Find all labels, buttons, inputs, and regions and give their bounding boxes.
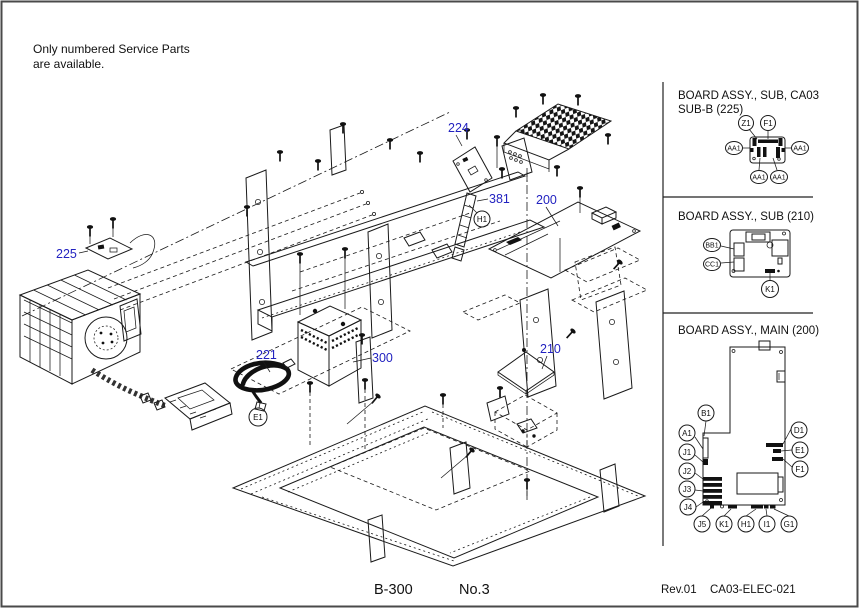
box1-title-line1: BOARD ASSY., SUB, CA03 (678, 90, 819, 102)
note-line1: Only numbered Service Parts (33, 42, 190, 56)
ref-e1-label: E1 (253, 413, 263, 422)
callout-381: 381 (489, 192, 510, 206)
pin-aa1-bottom-right: AA1 (772, 175, 785, 182)
cable-221-part: 221 E1 (233, 348, 296, 427)
box2-title: BOARD ASSY., SUB (210) (678, 211, 814, 223)
footer-revision: Rev.01 (661, 584, 697, 596)
note: Only numbered Service Parts are availabl… (33, 42, 190, 71)
sidebar-board-sub-210: BOARD ASSY., SUB (210) BB1 CC1 K1 (678, 211, 814, 298)
pin-aa1-right: AA1 (793, 146, 806, 153)
pin-f1-200: F1 (795, 465, 805, 474)
footer-sheet: No.3 (459, 582, 490, 598)
callout-200: 200 (536, 193, 557, 207)
callout-221: 221 (256, 348, 277, 362)
chassis-mid (243, 121, 633, 400)
pin-j2: J2 (683, 467, 692, 476)
ref-e1: E1 (248, 402, 268, 427)
box3-title: BOARD ASSY., MAIN (200) (678, 325, 819, 337)
pin-e1: E1 (795, 446, 805, 455)
sidebar-board-sub-b-225: BOARD ASSY., SUB, CA03 SUB-B (225) Z1 F1… (678, 90, 819, 184)
board-210-part: 210 (494, 342, 561, 496)
pin-j1: J1 (683, 448, 692, 457)
pin-b1: B1 (701, 409, 711, 418)
strap-381: 381 (451, 192, 510, 262)
footer-doc-code: CA03-ELEC-021 (710, 584, 796, 596)
pin-j5: J5 (698, 520, 707, 529)
footer-assembly: B-300 (374, 582, 413, 598)
callout-210: 210 (540, 342, 561, 356)
pin-aa1-left: AA1 (727, 146, 740, 153)
callout-225: 225 (56, 247, 77, 261)
ref-h1: H1 (468, 204, 491, 228)
lens-block-assembly (18, 269, 233, 431)
sidebar-board-main-200: BOARD ASSY., MAIN (200) (678, 325, 819, 533)
pin-j3: J3 (683, 485, 692, 494)
pin-j4: J4 (684, 503, 693, 512)
callout-224: 224 (448, 121, 469, 135)
pin-a1: A1 (682, 429, 692, 438)
board-200-part: 200 (487, 193, 642, 279)
board-224-part: 224 381 H1 (448, 121, 510, 262)
pin-k1-200: K1 (719, 520, 729, 529)
pin-i1: I1 (764, 520, 771, 529)
pin-aa1-bottom-left: AA1 (752, 175, 765, 182)
box1-title-line2: SUB-B (225) (678, 104, 743, 116)
pin-cc1: CC1 (705, 262, 719, 269)
pin-d1: D1 (794, 426, 805, 435)
shield-plate (493, 92, 613, 182)
pin-z1: Z1 (741, 119, 751, 128)
pin-g1: G1 (784, 520, 795, 529)
note-line2: are available. (33, 57, 104, 71)
sidebar: BOARD ASSY., SUB, CA03 SUB-B (225) Z1 F1… (662, 82, 819, 546)
ref-h1-label: H1 (477, 215, 488, 224)
footer: B-300 No.3 Rev.01 CA03-ELEC-021 (374, 582, 796, 598)
pin-k1-210: K1 (765, 285, 775, 294)
sub-frame-200 (439, 238, 648, 428)
unit-300-part: 300 (296, 246, 393, 387)
pin-h1: H1 (741, 520, 752, 529)
pin-f1: F1 (763, 119, 773, 128)
bottom-frame (231, 332, 647, 567)
board-225-part: 225 (56, 216, 156, 269)
pin-bb1: BB1 (705, 243, 718, 250)
callout-300: 300 (372, 351, 393, 365)
